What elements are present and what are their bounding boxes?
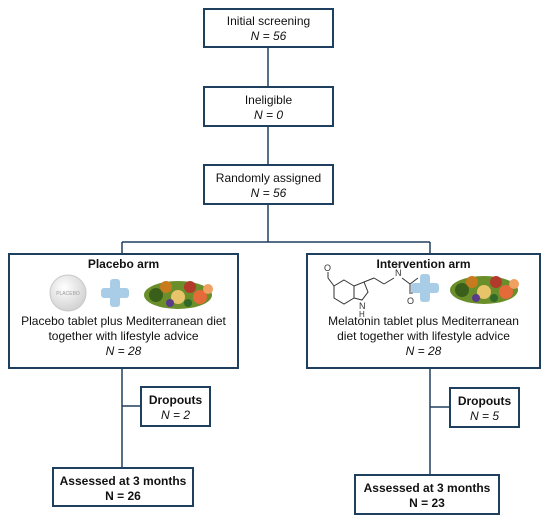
- ineligible-n: N = 0: [253, 108, 283, 122]
- screening-box: Initial screening N = 56: [203, 8, 334, 48]
- screening-n: N = 56: [250, 29, 287, 43]
- plus-icon: [411, 274, 439, 302]
- placebo-assessed-box: Assessed at 3 months N = 26: [52, 467, 194, 507]
- ineligible-box: Ineligible N = 0: [203, 86, 334, 127]
- mediterranean-food-icon: [450, 276, 519, 304]
- intervention-arm-title: Intervention arm: [376, 257, 471, 271]
- molecule-h-amide: H: [395, 262, 401, 270]
- molecule-n-amide: N: [395, 268, 402, 278]
- molecule-n-ring: N: [359, 301, 366, 311]
- mediterranean-food-icon: [144, 281, 213, 309]
- randomized-label: Randomly assigned: [215, 171, 322, 185]
- placebo-arm-desc-1: Placebo tablet plus Mediterranean diet: [21, 314, 226, 328]
- intervention-arm-n: N = 28: [405, 344, 442, 358]
- molecule-o: O: [324, 263, 331, 273]
- molecule-o-amide: O: [407, 296, 414, 306]
- ineligible-label: Ineligible: [244, 93, 293, 107]
- intervention-arm-icons: O N H O N H: [324, 262, 519, 318]
- intervention-arm-desc-2: diet together with lifestyle advice: [337, 329, 510, 343]
- placebo-dropouts-box: Dropouts N = 2: [140, 386, 211, 427]
- placebo-dropouts-label: Dropouts: [148, 393, 203, 407]
- placebo-pill-icon: PLACEBO: [49, 274, 87, 312]
- intervention-dropouts-label: Dropouts: [457, 394, 512, 408]
- intervention-assessed-label: Assessed at 3 months: [363, 481, 491, 495]
- placebo-arm-title: Placebo arm: [87, 257, 160, 271]
- placebo-arm-box: Placebo arm Placebo tablet plus Mediterr…: [8, 253, 239, 369]
- placebo-arm-n: N = 28: [105, 344, 142, 358]
- placebo-dropouts-n: N = 2: [160, 408, 190, 422]
- pill-text: PLACEBO: [56, 291, 80, 297]
- intervention-dropouts-box: Dropouts N = 5: [449, 387, 520, 428]
- randomized-n: N = 56: [250, 186, 287, 200]
- intervention-dropouts-n: N = 5: [469, 409, 499, 423]
- screening-label: Initial screening: [226, 14, 311, 28]
- plus-icon: [101, 279, 129, 307]
- melatonin-molecule-icon: [327, 272, 419, 305]
- intervention-assessed-n: N = 23: [409, 496, 445, 510]
- intervention-arm-desc-1: Melatonin tablet plus Mediterranean: [328, 314, 519, 328]
- placebo-assessed-n: N = 26: [105, 489, 141, 503]
- intervention-assessed-box: Assessed at 3 months N = 23: [354, 474, 500, 515]
- randomized-box: Randomly assigned N = 56: [203, 164, 334, 205]
- placebo-arm-desc-2: together with lifestyle advice: [48, 329, 199, 343]
- placebo-arm-icons: PLACEBO: [49, 274, 213, 312]
- placebo-assessed-label: Assessed at 3 months: [59, 474, 187, 488]
- molecule-h-ring: H: [359, 310, 365, 318]
- intervention-arm-box: Intervention arm Melatonin tablet plus M…: [306, 253, 541, 369]
